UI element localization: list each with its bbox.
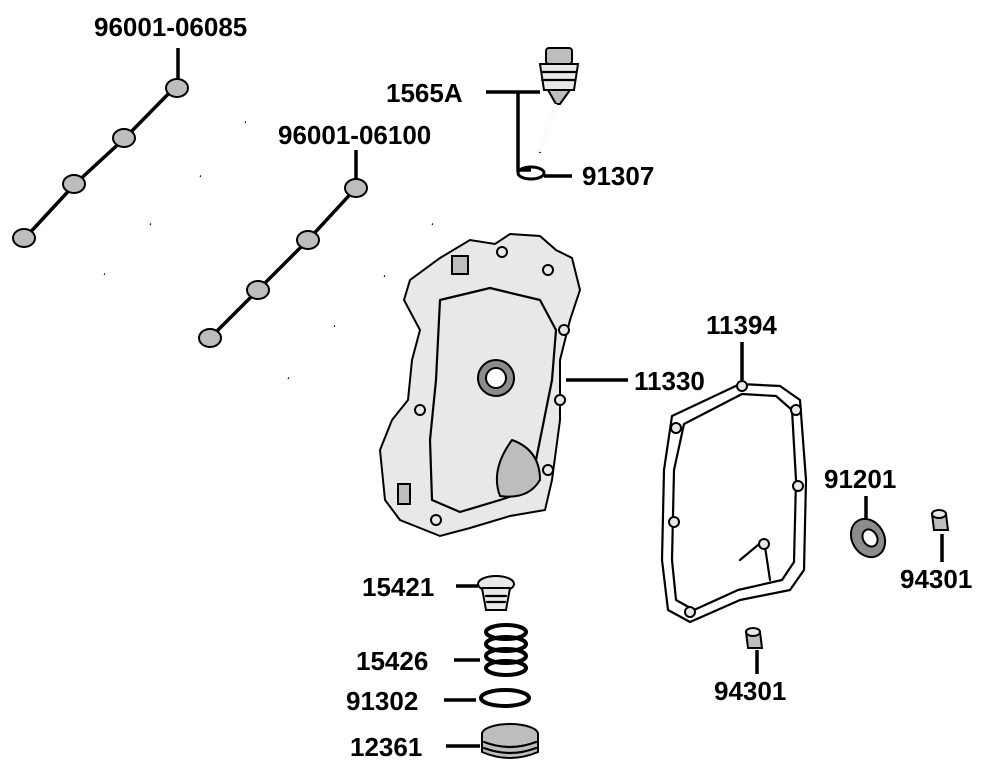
strainer [477,575,515,611]
label-oil-seal: 91201 [824,464,897,494]
bolt-short-1 [344,178,434,226]
label-strainer: 15421 [362,572,435,602]
dipstick [538,47,580,154]
label-dowel-pin-bottom: 94301 [714,676,787,706]
bolt-long-4 [12,228,106,276]
oil-seal [849,517,887,559]
label-o-ring-drain: 91302 [346,686,419,716]
label-dipstick: 1565A [386,78,463,108]
bolt-short-3 [246,280,336,328]
label-drain-plug: 12361 [350,732,423,762]
drain-plug [481,723,539,759]
bolt-short-2 [296,230,386,278]
bolt-group-long [12,48,247,276]
bolt-group-short [198,150,434,380]
label-o-ring-small: 91307 [582,161,655,191]
spring [484,623,528,677]
bolt-long-3 [62,174,152,226]
label-gasket: 11394 [706,310,777,340]
label-bolts-short: 96001-06100 [278,120,432,150]
bolt-long-2 [112,128,202,178]
dowel-pin-right [930,509,950,531]
label-dowel-pin-right: 94301 [900,564,973,594]
label-spring: 15426 [356,646,429,676]
dowel-pin-bottom [744,627,764,649]
bolt-short-4 [198,328,290,380]
label-bolts-long: 96001-06085 [94,12,248,42]
case-cover [378,232,582,538]
label-case-cover: 11330 [634,366,705,396]
o-ring-drain [479,688,531,708]
bolt-long-1 [165,78,247,124]
gasket [660,380,808,624]
